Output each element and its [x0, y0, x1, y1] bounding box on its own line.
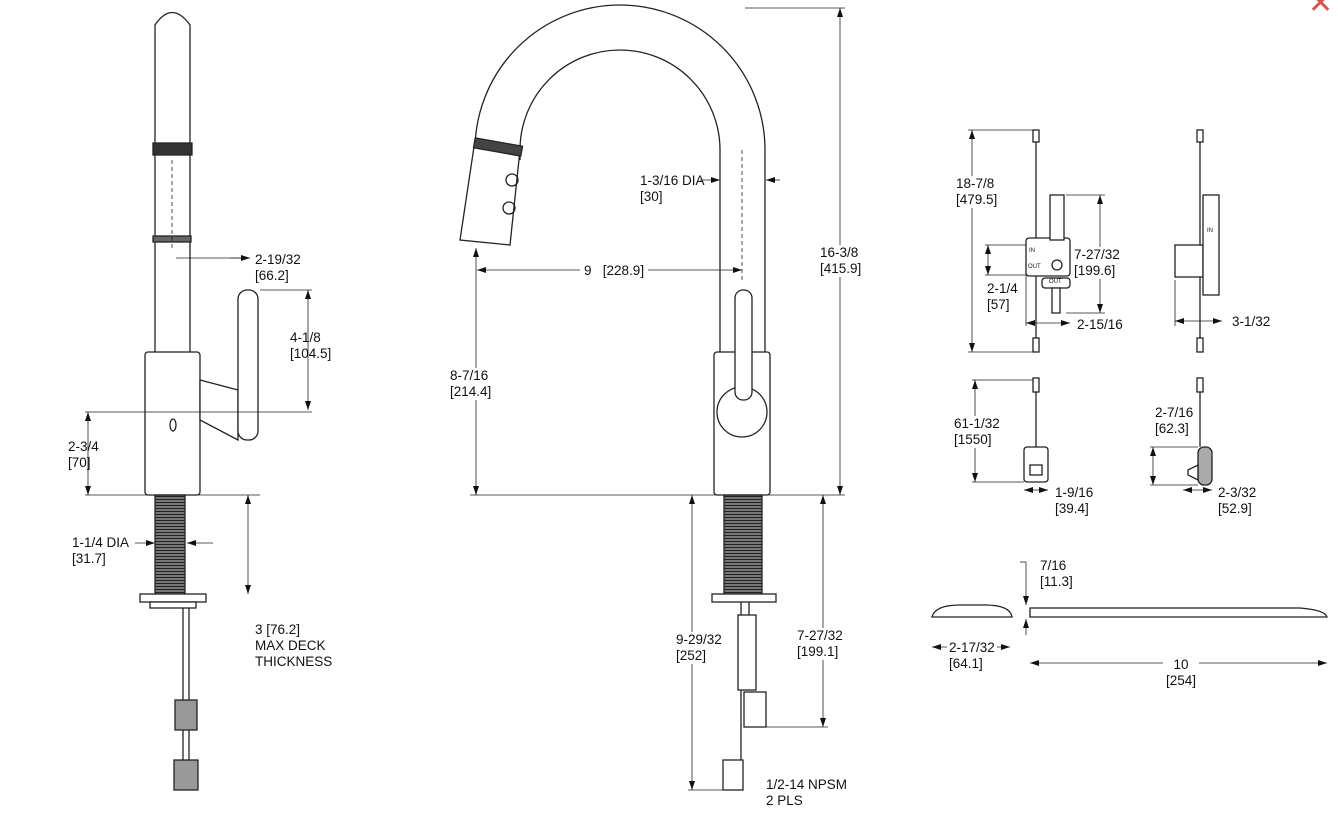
dim-plate-thickness: 7/16[11.3] [1040, 558, 1073, 589]
dim-valve-height: 7-27/32[199.6] [1074, 247, 1120, 279]
dim-adapter-cord: 61-1/32[1550] [954, 416, 1000, 448]
valve-port-label-out: OUT [1049, 279, 1062, 285]
dim-plate-width: 2-17/32[64.1] [947, 640, 997, 672]
dim-handle-height: 4-1/8[104.5] [290, 330, 332, 361]
control-box-side-view [1174, 129, 1220, 353]
dimension-lines [85, 7, 1327, 791]
dim-box-height: 2-1/4[57] [987, 281, 1018, 313]
close-icon[interactable]: ✕ [1308, 0, 1334, 20]
center-faucet-front-view [459, 4, 777, 791]
dim-overall-height: 16-3/8[415.9] [820, 245, 862, 277]
dim-plate-length: 10[254] [1163, 657, 1200, 689]
box-port-label-in: IN [1029, 248, 1035, 254]
dim-shank-dia: 1-1/4 DIA[31.7] [72, 535, 130, 566]
power-adapter-side-view [1187, 377, 1213, 486]
dim-reach: 9 [228.9] [580, 263, 649, 279]
box-port-label-out: OUT [1028, 264, 1041, 270]
dim-spout-reach: 2-19/32[66.2] [255, 252, 301, 283]
dim-box-depth: 3-1/32 [1232, 314, 1271, 329]
dim-box-overall: 18-7/8[479.5] [956, 176, 998, 208]
dim-adapter-depth: 2-3/32[52.9] [1218, 485, 1257, 516]
dim-below-deck: 9-29/32[252] [676, 632, 722, 664]
dim-box-width: 2-15/16 [1077, 317, 1123, 332]
deck-plate-views [931, 604, 1328, 618]
power-adapter-front-view [1023, 377, 1049, 483]
dim-hose-length: 7-27/32[199.1] [797, 628, 843, 660]
dim-spout-clearance: 8-7/16[214.4] [450, 368, 492, 400]
left-faucet-side-view [139, 11, 259, 791]
side-port-label-in: IN [1207, 228, 1213, 234]
control-box-front-view [1025, 129, 1071, 353]
dim-body-height: 2-3/4[70] [68, 439, 99, 470]
dim-spout-dia: 1-3/16 DIA[30] [640, 173, 705, 204]
dim-adapter-height: 2-7/16[62.3] [1155, 405, 1194, 436]
dim-adapter-width: 1-9/16[39.4] [1055, 485, 1094, 516]
